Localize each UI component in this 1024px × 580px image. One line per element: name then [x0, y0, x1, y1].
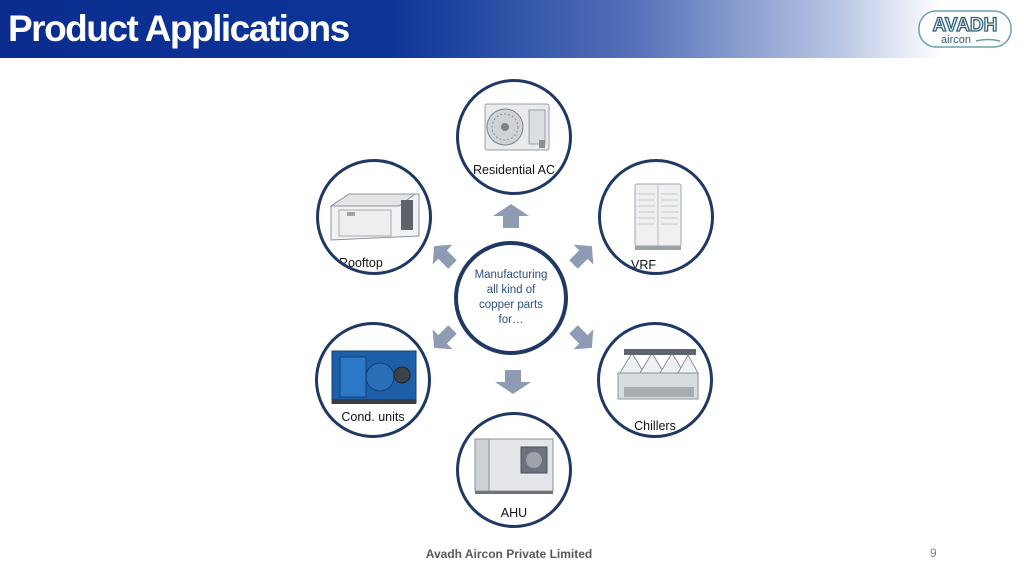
page-number: 9	[930, 546, 937, 560]
node-cond-units: Cond. units	[315, 322, 431, 438]
arrow-up-left-icon	[428, 240, 460, 272]
node-chillers: Chillers	[597, 322, 713, 438]
node-ahu: AHU	[456, 412, 572, 528]
node-label: Chillers	[600, 419, 710, 433]
node-label: VRF	[631, 258, 656, 272]
node-label: Rooftop	[339, 256, 383, 270]
center-hub: Manufacturing all kind of copper parts f…	[454, 241, 568, 355]
vrf-outdoor-unit-icon	[601, 162, 711, 272]
footer-company: Avadh Aircon Private Limited	[426, 547, 592, 561]
page-title: Product Applications	[8, 4, 349, 54]
node-vrf: VRF	[598, 159, 714, 275]
node-label: Residential AC	[459, 163, 569, 177]
arrow-up-right-icon	[566, 240, 598, 272]
logo-line1: AVADH	[933, 15, 998, 36]
arrow-down-right-icon	[566, 322, 598, 354]
node-label: Cond. units	[318, 410, 428, 424]
node-residential-ac: Residential AC	[456, 79, 572, 195]
arrow-up-icon	[491, 202, 531, 230]
hub-text: Manufacturing all kind of copper parts f…	[469, 268, 553, 328]
arrow-down-left-icon	[428, 322, 460, 354]
footer: Avadh Aircon Private Limited	[0, 547, 1024, 561]
node-rooftop: Rooftop	[316, 159, 432, 275]
company-logo: AVADH aircon	[918, 10, 1012, 48]
logo-line2: aircon	[941, 34, 971, 46]
arrow-down-icon	[493, 368, 533, 396]
node-label: AHU	[459, 506, 569, 520]
